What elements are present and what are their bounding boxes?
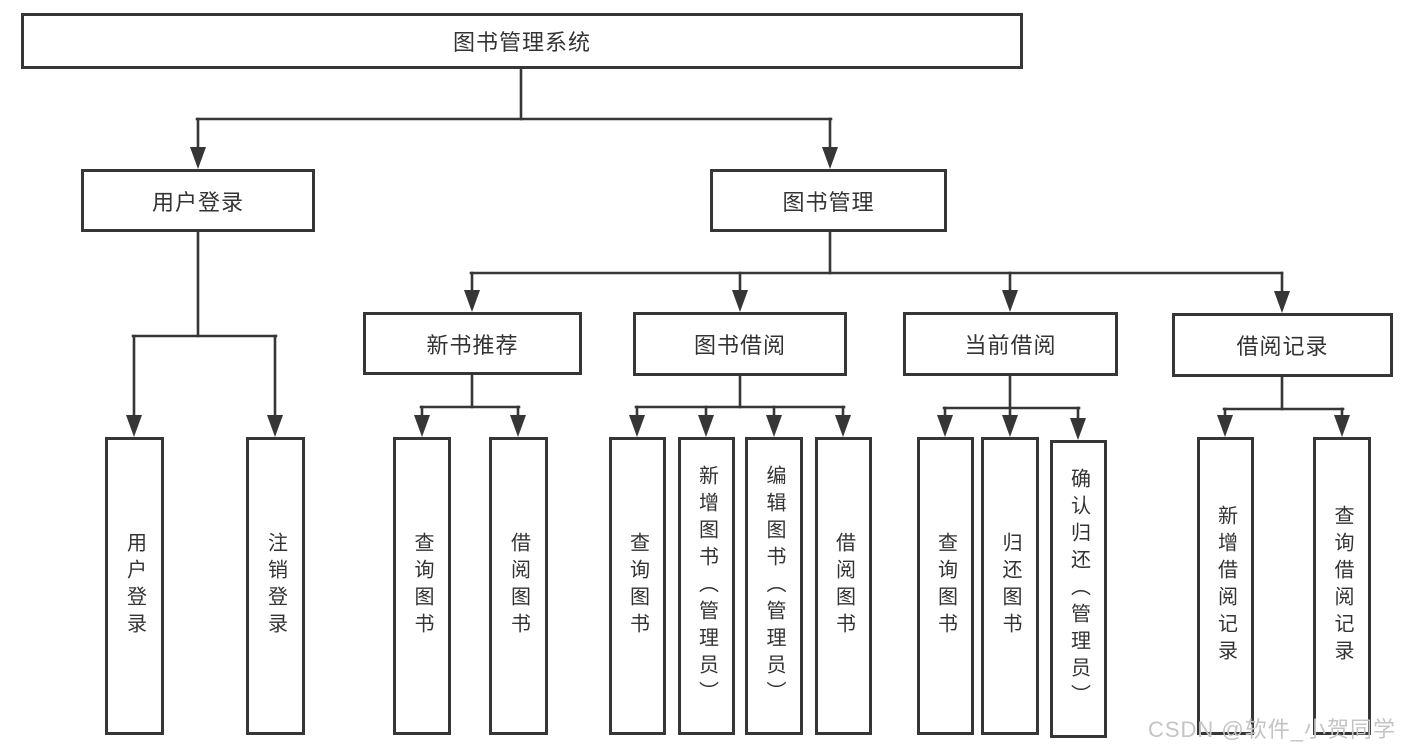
- node-label: 新增图书（管理员）: [695, 464, 718, 708]
- node-label: 用户登录: [151, 189, 244, 215]
- node-book-borrowing: 图书借阅: [633, 312, 847, 376]
- node-label: 借阅记录: [1236, 334, 1329, 359]
- leaf-logout: 注销登录: [246, 437, 305, 735]
- node-current-borrowing: 当前借阅: [903, 312, 1118, 376]
- leaf-current-return-books: 归还图书: [981, 437, 1039, 735]
- node-label: 新增借阅记录: [1214, 505, 1237, 667]
- leaf-borrow-add-books-admin: 新增图书（管理员）: [678, 437, 735, 735]
- leaf-newbook-borrow-books: 借阅图书: [489, 437, 548, 735]
- leaf-record-query-borrow-record: 查询借阅记录: [1313, 437, 1371, 735]
- node-new-book-recommend: 新书推荐: [363, 312, 582, 375]
- node-label: 图书管理: [782, 189, 875, 215]
- leaf-borrow-borrow-books: 借阅图书: [815, 437, 872, 735]
- leaf-current-query-books: 查询图书: [917, 437, 974, 735]
- node-label: 查询图书: [626, 532, 649, 640]
- node-user-login: 用户登录: [81, 169, 315, 232]
- node-label: 用户登录: [123, 532, 146, 640]
- leaf-user-login: 用户登录: [105, 437, 164, 735]
- node-root-library-management-system: 图书管理系统: [21, 13, 1023, 69]
- node-book-management: 图书管理: [710, 169, 947, 232]
- node-label: 注销登录: [264, 532, 287, 640]
- csdn-watermark: CSDN @软件_小贺同学: [1147, 717, 1396, 742]
- node-label: 图书管理系统: [452, 30, 591, 55]
- leaf-newbook-query-books: 查询图书: [393, 437, 451, 735]
- node-label: 归还图书: [999, 532, 1021, 640]
- node-label: 确认归还（管理员）: [1067, 467, 1090, 711]
- node-label: 查询图书: [411, 532, 433, 640]
- node-label: 当前借阅: [964, 333, 1057, 358]
- node-label: 编辑图书（管理员）: [763, 464, 785, 708]
- node-label: 图书借阅: [693, 333, 786, 358]
- node-label: 查询借阅记录: [1331, 505, 1353, 667]
- leaf-record-add-borrow-record: 新增借阅记录: [1197, 437, 1254, 735]
- node-label: 查询图书: [934, 532, 957, 640]
- node-label: 借阅图书: [507, 532, 530, 640]
- node-borrow-records: 借阅记录: [1172, 313, 1393, 377]
- node-label: 新书推荐: [426, 332, 519, 358]
- leaf-borrow-edit-books-admin: 编辑图书（管理员）: [745, 437, 803, 735]
- leaf-current-confirm-return-admin: 确认归还（管理员）: [1050, 440, 1107, 738]
- node-label: 借阅图书: [832, 532, 855, 640]
- leaf-borrow-query-books: 查询图书: [609, 437, 666, 735]
